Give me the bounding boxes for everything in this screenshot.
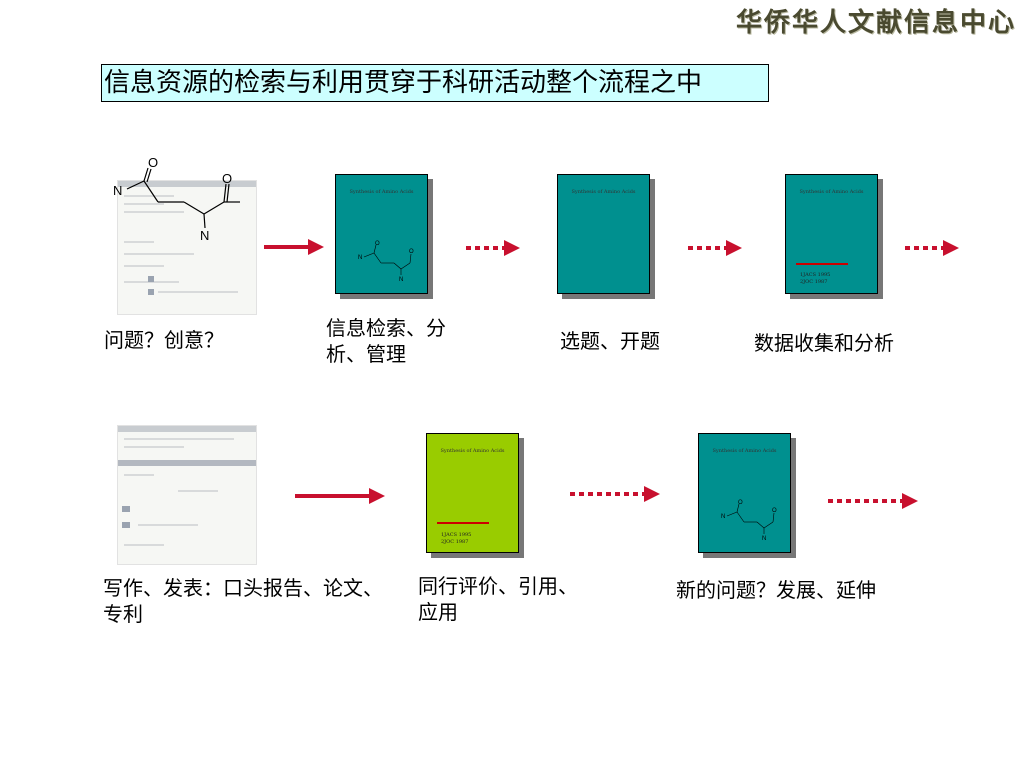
book-ref-1: 1JACS 1995 [800, 272, 831, 278]
book-molecule-icon: N O O N [358, 241, 414, 282]
dotted-arrow [570, 486, 660, 502]
svg-text:N: N [762, 536, 766, 541]
svg-text:N: N [358, 255, 362, 261]
svg-text:O: O [772, 508, 777, 514]
book-title: Synthesis of Amino Acids [440, 448, 505, 454]
step-caption-publish: 写作、发表：口头报告、论文、专利 [103, 576, 383, 626]
book-title: Synthesis of Amino Acids [712, 448, 777, 454]
step-caption-question: 问题？创意？ [104, 328, 224, 352]
red-rule [796, 263, 848, 265]
book-topic-selection: Synthesis of Amino Acids [557, 174, 650, 294]
book-literature-search: Synthesis of Amino Acids N O O N [335, 174, 428, 294]
book-new-questions: Synthesis of Amino Acids N O O N [698, 433, 791, 553]
book-ref-2: 2JOC 1987 [800, 279, 828, 285]
dotted-arrow [828, 493, 918, 509]
molecule-structure: O O N N [113, 155, 240, 243]
red-rule [437, 522, 489, 524]
amide-n-label: N [113, 183, 122, 198]
dotted-arrow [688, 240, 742, 256]
solid-arrow [264, 239, 324, 255]
svg-text:O: O [738, 500, 743, 506]
book-ref-1: 1JACS 1995 [441, 532, 472, 538]
amine-n-label: N [200, 228, 209, 243]
step-caption-topic: 选题、开题 [560, 329, 660, 353]
dotted-arrow [466, 240, 520, 256]
step-caption-data: 数据收集和分析 [754, 331, 894, 355]
book-ref-2: 2JOC 1987 [441, 539, 469, 545]
book-title: Synthesis of Amino Acids [349, 189, 414, 195]
web-page-thumbnail-2 [117, 425, 257, 565]
step-caption-review: 同行评价、引用、应用 [418, 574, 578, 624]
svg-text:O: O [375, 241, 380, 247]
header-logo: 华侨华人文献信息中心 [735, 8, 1016, 38]
aldehyde-o-label: O [222, 171, 232, 186]
svg-text:N: N [399, 277, 403, 282]
svg-text:O: O [409, 249, 414, 255]
dotted-arrow [905, 240, 959, 256]
step-caption-new-question: 新的问题？发展、延伸 [676, 578, 876, 602]
book-title: Synthesis of Amino Acids [571, 189, 636, 195]
step-caption-retrieval: 信息检索、分析、管理 [326, 316, 446, 366]
page-title: 信息资源的检索与利用贯穿于科研活动整个流程之中 [101, 64, 769, 102]
svg-text:N: N [721, 514, 725, 520]
carbonyl-o-label: O [148, 155, 158, 170]
book-data-analysis: Synthesis of Amino Acids 1JACS 1995 2JOC… [785, 174, 878, 294]
book-peer-review: Synthesis of Amino Acids 1JACS 1995 2JOC… [426, 433, 519, 553]
solid-arrow [295, 488, 385, 504]
book-title: Synthesis of Amino Acids [799, 189, 864, 195]
book-molecule-icon: N O O N [721, 500, 777, 541]
